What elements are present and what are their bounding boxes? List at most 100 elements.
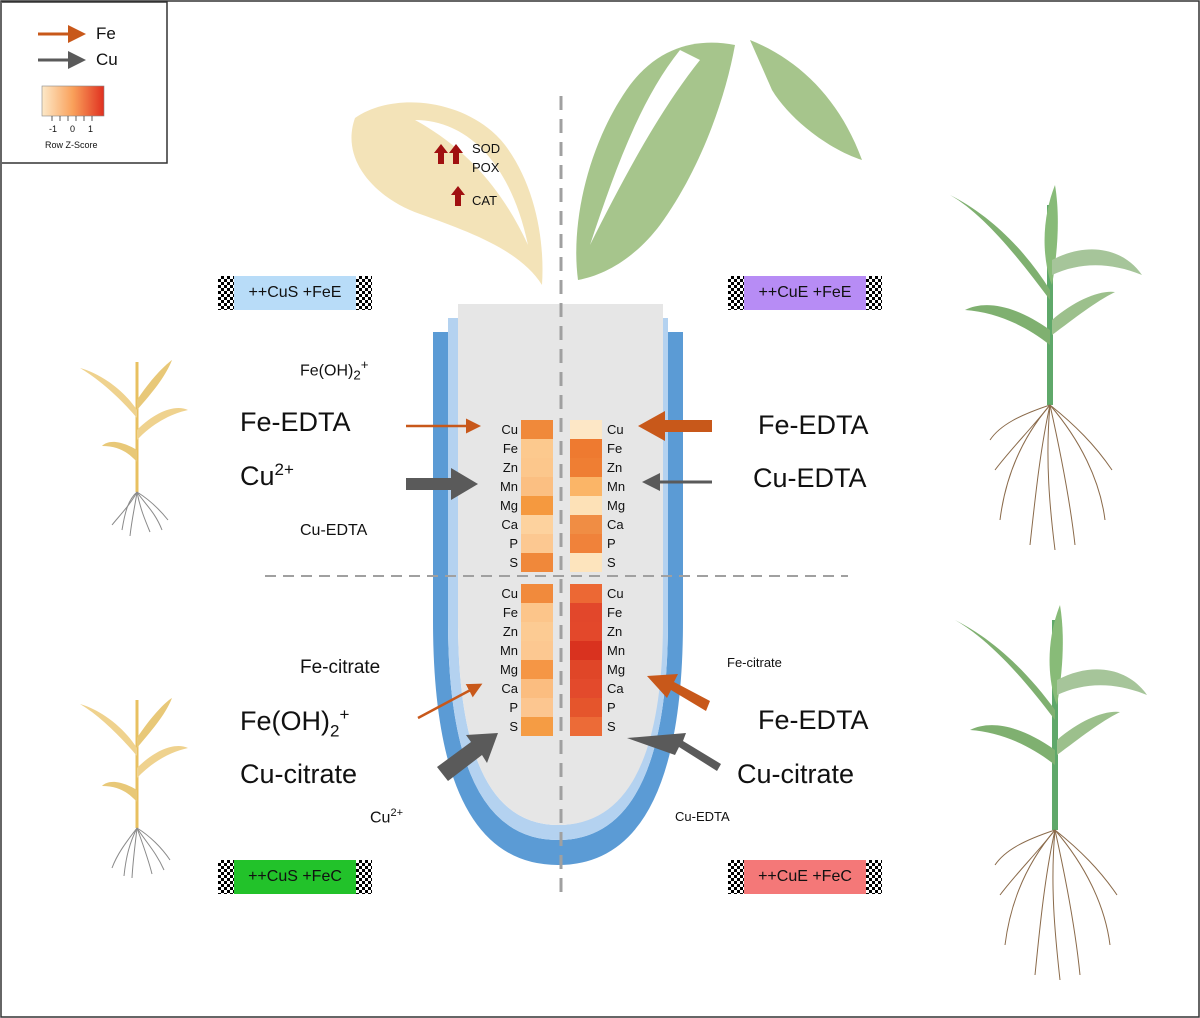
element-label-p: P [607,536,616,551]
br-minor-cu-species: Cu-EDTA [675,809,730,824]
br-major-cu-species: Cu-citrate [737,759,855,789]
tl-minor-fe-species: Fe(OH)2+ [300,357,369,383]
seedling-healthy-bottom [955,605,1147,981]
arrow-fe-bottom-left [417,683,483,720]
treatment-label: ++CuE +FeE [758,284,852,301]
heatmap-cell-p [570,534,602,553]
seedling-stressed-bottom [80,698,188,879]
arrow-cu-bottom-left [437,733,498,781]
heatmap-cell-cu [570,584,602,603]
element-label-s: S [509,719,518,734]
element-label-fe: Fe [607,605,623,620]
heatmap-cell-s [570,717,602,736]
enzyme-pox: POX [472,160,500,175]
cat-up-arrow [451,186,465,206]
element-label-fe: Fe [502,441,518,456]
heatmap-cell-fe [521,603,553,622]
element-label-zn: Zn [607,624,623,639]
element-label-zn: Zn [502,624,518,639]
treatment-label: ++CuS +FeC [248,868,342,885]
arrow-cu-bottom-right [627,733,721,771]
heatmap-cell-s [521,553,553,572]
element-label-mn: Mn [607,479,626,494]
tl-major-cu-species: Cu2+ [240,460,294,491]
element-label-s: S [509,555,518,570]
enzyme-cat: CAT [472,193,498,208]
heatmap-cell-mg [521,660,553,679]
heatmap-cell-fe [570,439,602,458]
element-label-cu: Cu [607,422,624,437]
heatmap-cell-p [521,534,553,553]
heatmap-cell-ca [521,679,553,698]
heatmap-cell-mn [570,641,602,660]
element-label-ca: Ca [501,517,518,532]
arrow-fe-top-right [638,411,712,441]
heatmap-bottom-left [521,584,553,736]
stressed-leaf [351,102,543,285]
heatmap-cell-ca [570,679,602,698]
heatmap-cell-cu [521,420,553,439]
element-label-fe: Fe [607,441,623,456]
heatmap-cell-p [521,698,553,717]
element-label-s: S [607,555,616,570]
checker-pattern [728,276,744,310]
element-label-s: S [607,719,616,734]
treatment-cue-fee: ++CuE +FeE [728,276,882,310]
heatmap-cell-zn [570,458,602,477]
enzyme-sod: SOD [472,141,501,156]
scale-title: Row Z-Score [45,140,98,150]
element-label-mg: Mg [607,662,626,677]
heatmap-cell-fe [570,603,602,622]
z-score-scale [41,85,105,117]
bl-major-fe-species: Fe(OH)2+ [240,705,350,741]
tl-minor-cu-species: Cu-EDTA [300,522,368,539]
heatmap-cell-mn [521,477,553,496]
element-label-cu: Cu [607,586,624,601]
heatmap-cell-mg [570,496,602,515]
legend-box [2,1,168,164]
element-label-mn: Mn [499,643,518,658]
tl-major-fe-species: Fe-EDTA [240,407,351,437]
element-label-mn: Mn [607,643,626,658]
heatmap-cell-mg [570,660,602,679]
heatmap-cell-mn [570,477,602,496]
element-label-mg: Mg [499,662,518,677]
element-label-ca: Ca [607,517,624,532]
scale-ticks [51,116,93,121]
heatmap-cell-s [570,553,602,572]
arrow-fe-bottom-right [647,674,710,711]
checker-pattern [866,860,882,894]
heatmap-cell-zn [521,458,553,477]
treatment-label: ++CuE +FeC [758,868,852,885]
tr-major-cu-species: Cu-EDTA [753,463,867,493]
sod-up-arrow [434,144,448,164]
enzyme-arrows [434,144,465,206]
heatmap-cell-mn [521,641,553,660]
heatmap-cell-cu [521,584,553,603]
healthy-leaf [576,40,862,280]
treatment-cus-fee: ++CuS +FeE [218,276,372,310]
heatmap-cell-fe [521,439,553,458]
element-label-mg: Mg [499,498,518,513]
checker-pattern [218,276,234,310]
element-label-p: P [509,536,518,551]
heatmap-top-left [521,420,553,572]
br-major-fe-species: Fe-EDTA [758,705,869,735]
element-label-mg: Mg [607,498,626,513]
heatmap-top-right [570,420,602,572]
root-cross-section [433,304,683,865]
seedling-healthy-top [950,185,1142,551]
heatmap-cell-ca [570,515,602,534]
element-label-p: P [607,700,616,715]
checker-pattern [356,276,372,310]
element-label-zn: Zn [502,460,518,475]
tr-major-fe-species: Fe-EDTA [758,410,869,440]
pox-up-arrow [449,144,463,164]
element-label-fe: Fe [502,605,518,620]
checker-pattern [356,860,372,894]
br-minor-fe-species: Fe-citrate [727,655,782,670]
heatmap-cell-cu [570,420,602,439]
